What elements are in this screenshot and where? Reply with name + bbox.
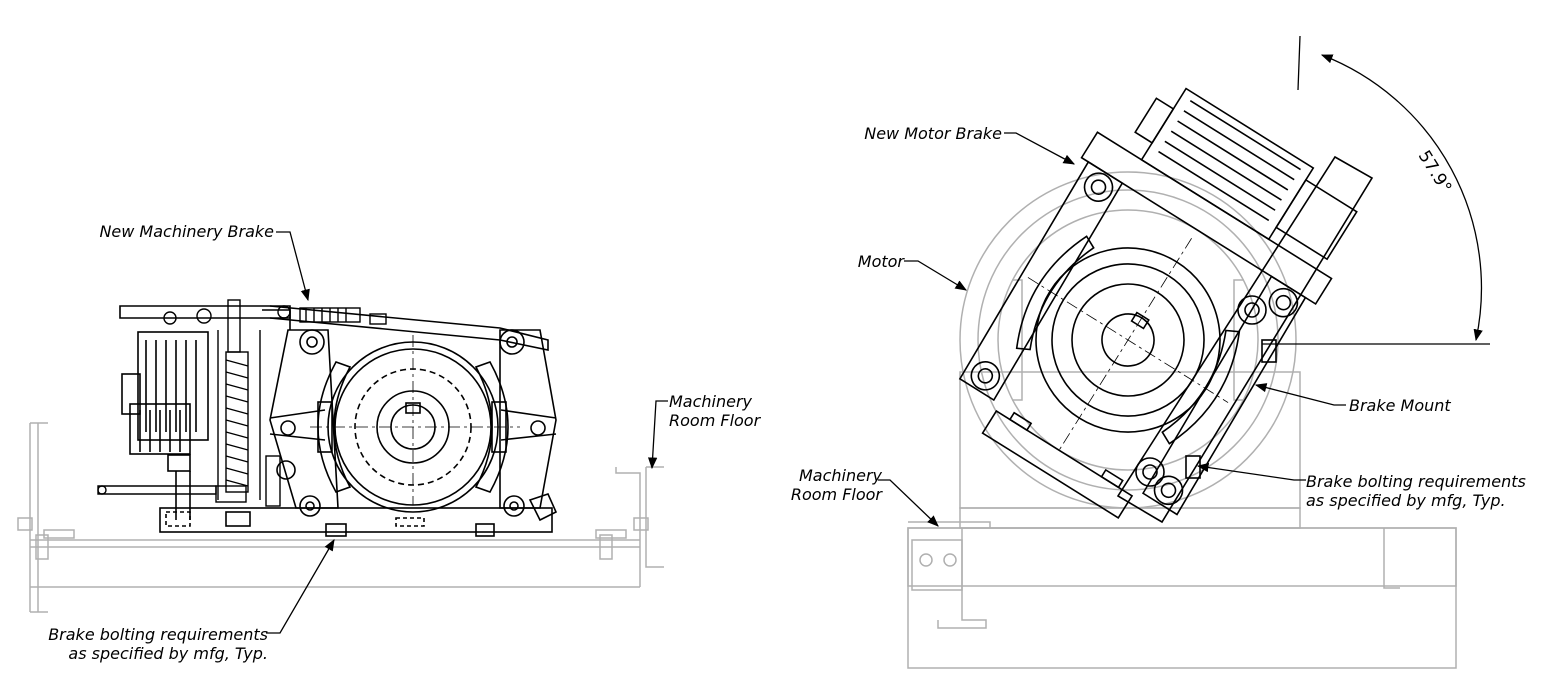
label-left-bolting-line1: Brake bolting requirements (48, 625, 268, 644)
right-leaders (878, 132, 1346, 527)
brake-base-plate (159, 507, 553, 537)
label-motor: Motor (857, 252, 904, 271)
brake-mount (1116, 155, 1374, 524)
label-brake-mount: Brake Mount (1349, 396, 1451, 415)
label-right-floor-line2: Room Floor (790, 485, 882, 504)
angle-dimension-text: 57.9° (1414, 147, 1456, 197)
machinery-brake-drum (310, 335, 520, 513)
label-new-motor-brake: New Motor Brake (864, 124, 1002, 143)
label-new-machinery-brake: New Machinery Brake (99, 222, 274, 241)
label-left-floor-line1: Machinery (669, 392, 753, 411)
motor-body (959, 171, 1297, 509)
brake-adjust-rod (163, 305, 387, 325)
machinery-brake-frame (119, 305, 558, 522)
label-right-bolting-line2: as specified by mfg, Typ. (1306, 491, 1506, 510)
label-right-bolting: Brake bolting requirements as specified … (1306, 472, 1526, 510)
label-left-floor-line2: Room Floor (669, 411, 761, 430)
label-left-bolting-line2: as specified by mfg, Typ. (68, 644, 268, 663)
left-leaders (266, 231, 668, 634)
label-right-floor-line1: Machinery (798, 466, 882, 485)
angle-dimension (1262, 35, 1490, 345)
label-left-bolting: Brake bolting requirements as specified … (0, 625, 268, 663)
left-floor-structure (17, 422, 664, 613)
left-elevation-view (17, 231, 668, 634)
label-left-floor: Machinery Room Floor (669, 392, 760, 430)
label-right-floor: Machinery Room Floor (760, 466, 882, 504)
brake-spring (97, 299, 281, 507)
brake-actuator (121, 331, 209, 520)
right-elevation-view: 57.9° (878, 35, 1490, 669)
label-right-bolting-line1: Brake bolting requirements (1306, 472, 1526, 491)
